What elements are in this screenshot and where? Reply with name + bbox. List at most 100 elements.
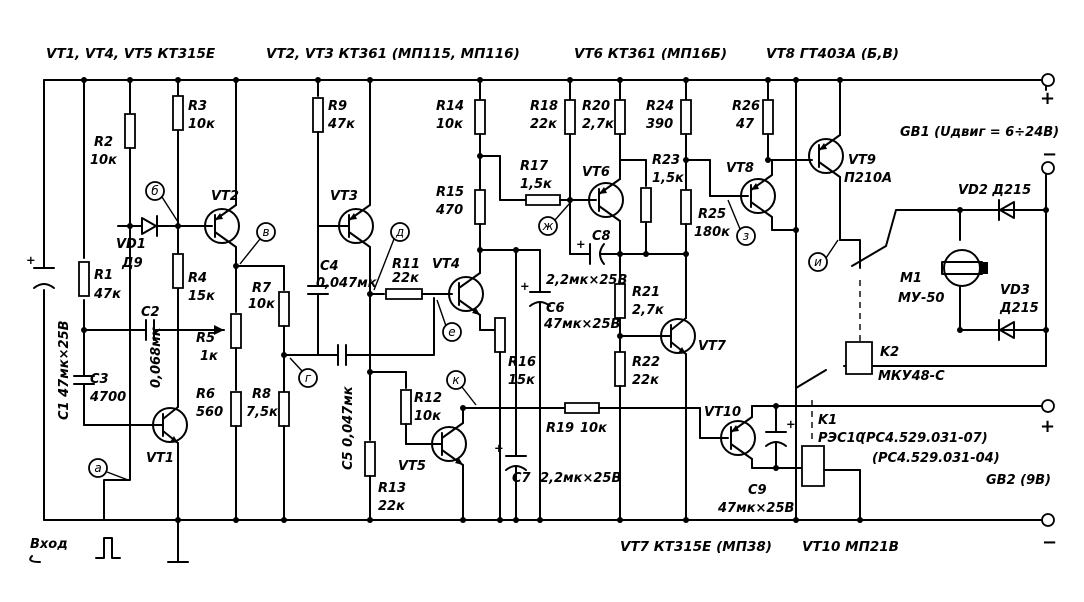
r19-ref: R19 (546, 421, 574, 436)
test-point-i (809, 253, 827, 271)
vt6-transistor (589, 160, 623, 254)
c5-label: C5 0,047мк (341, 385, 356, 470)
vt2-label: VT2 (211, 189, 239, 204)
gb1-plus-terminal (1042, 74, 1054, 86)
r16-ref: R16 (508, 355, 536, 370)
test-point-b-label: б (151, 184, 159, 198)
vt1-transistor (84, 80, 187, 562)
r11-ref: R11 (392, 257, 420, 272)
r12-value: 10к (414, 409, 442, 424)
r14-value: 10к (436, 117, 464, 132)
r23-resistor (641, 188, 651, 222)
gb1-minus-sign: − (1042, 144, 1057, 165)
input-label: Вход (30, 537, 68, 552)
r22-ref: R22 (632, 355, 660, 370)
input-pulse-icon (96, 538, 120, 558)
vt9-label: VT9 (848, 153, 876, 168)
gb2-plus-terminal (1042, 400, 1054, 412)
test-point-zh (539, 217, 557, 235)
vt9-type: П210А (844, 171, 892, 186)
test-point-a (89, 459, 107, 477)
test-point-d-label: д (395, 225, 404, 239)
gb2-plus-sign: + (1040, 416, 1055, 437)
vt10-label: VT10 (704, 405, 741, 420)
r14-ref: R14 (436, 99, 464, 114)
r9-ref: R9 (328, 99, 347, 114)
vd3-diode (999, 320, 1014, 340)
r1-resistor (79, 262, 89, 296)
r24-ref: R24 (646, 99, 674, 114)
r3-value: 10к (188, 117, 216, 132)
r21-value: 2,7к (632, 303, 665, 318)
k1-passport-1: (РС4.529.031-07) (860, 431, 988, 446)
r24-value: 390 (646, 117, 673, 132)
r11-resistor (386, 289, 422, 299)
c3-value: 4700 (89, 390, 126, 405)
r15-ref: R15 (436, 185, 464, 200)
bottom-rail (44, 80, 1046, 520)
r21-resistor (615, 284, 625, 318)
c4-ref: C4 (320, 259, 339, 274)
vt4-label: VT4 (432, 257, 460, 272)
r6-value: 560 (196, 405, 223, 420)
c8-ref: C8 (592, 229, 611, 244)
vt7-transistor (620, 254, 695, 520)
vt6-label: VT6 (582, 165, 610, 180)
r9-value: 47к (327, 117, 356, 132)
c6-ref: C6 (546, 301, 565, 316)
r13-value: 22к (378, 499, 406, 514)
vd2-label: VD2 Д215 (958, 183, 1031, 198)
r17-ref: R17 (520, 159, 549, 174)
r15-resistor (475, 190, 485, 224)
c8-plus-sign: + (576, 237, 586, 251)
k1-passport-2: (РС4.529.031-04) (872, 451, 1000, 466)
k1-ref: K1 (818, 413, 837, 428)
r5-potentiometer (231, 314, 241, 348)
c7-plus-sign: + (494, 441, 504, 455)
vt10-transistor (721, 406, 755, 468)
k2-coil (846, 342, 872, 374)
vt3-transistor (318, 80, 373, 440)
m1-type: МУ-50 (898, 291, 944, 306)
r4-resistor (173, 254, 183, 288)
r8-value: 7,5к (246, 405, 279, 420)
r26-resistor (763, 100, 773, 134)
r7-value: 10к (248, 297, 276, 312)
k1-type: РЭС10 (818, 431, 865, 446)
vd1-type: Д9 (121, 256, 143, 271)
junction-dots (81, 77, 1049, 523)
r3-ref: R3 (188, 99, 207, 114)
r19-value: 10к (580, 421, 608, 436)
k1-coil (802, 446, 824, 486)
c7-value: 2,2мк×25В (540, 471, 621, 486)
r16-value: 15к (508, 373, 536, 388)
vt9-transistor (809, 80, 843, 240)
r6-ref: R6 (196, 387, 215, 402)
input-terminal: а Вход (30, 395, 130, 562)
vt5-label: VT5 (398, 459, 426, 474)
vt8-transistor (741, 160, 775, 230)
r22-resistor (615, 352, 625, 386)
test-point-z-label: з (743, 229, 749, 243)
r20-ref: R20 (582, 99, 610, 114)
c9-value: 47мк×25В (717, 501, 795, 516)
test-point-z (737, 227, 755, 245)
gb1-label: GB1 (Uдвиг = 6÷24В) (900, 125, 1059, 140)
test-point-k-label: к (452, 373, 460, 387)
r11-value: 22к (392, 271, 420, 286)
r24-resistor (681, 100, 691, 134)
vt3-label: VT3 (330, 189, 358, 204)
r6-resistor (231, 392, 241, 426)
r3-resistor (173, 96, 183, 130)
test-point-b (146, 182, 164, 200)
test-point-e-label: е (448, 325, 455, 339)
c8-value: 2,2мк×25В (546, 273, 627, 288)
m1-ref: M1 (900, 271, 922, 286)
gb2-minus-terminal (1042, 514, 1054, 526)
r25-resistor (681, 190, 691, 224)
header-vt10: VT10 МП21В (802, 539, 899, 555)
r4-ref: R4 (188, 271, 207, 286)
vt2-transistor (205, 80, 239, 266)
vt4-transistor (449, 250, 483, 330)
